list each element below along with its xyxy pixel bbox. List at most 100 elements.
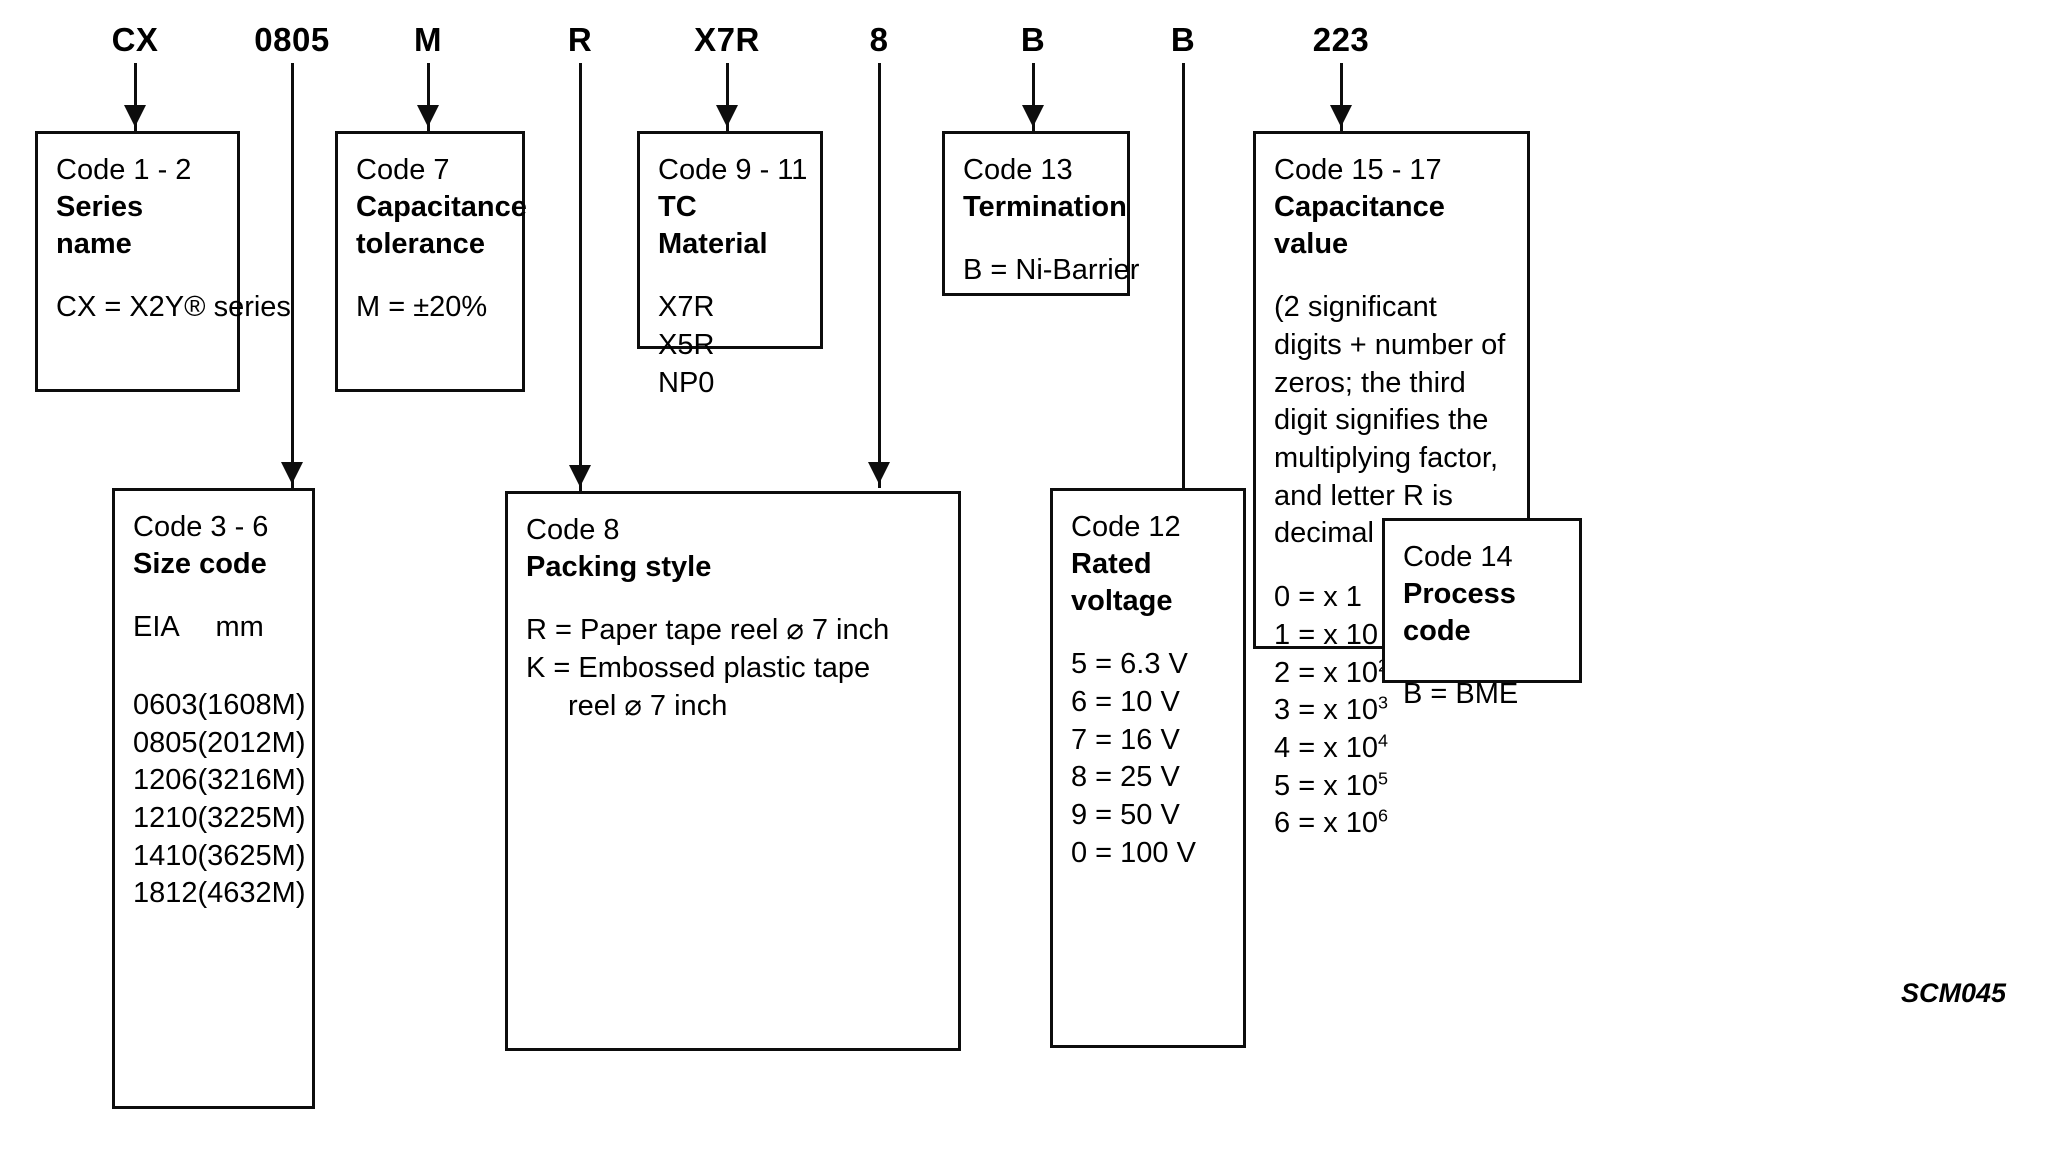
part-code-label-size: 0805 <box>254 21 330 58</box>
part-code-label-tc-material: X7R <box>694 21 760 58</box>
part-code-label-capacitance: 223 <box>1312 21 1370 58</box>
capacitance-value-multiplier-list: 0 = x 1 1 = x 10 2 = x 102 3 = x 103 4 =… <box>1274 579 1511 843</box>
connector-line-size <box>291 63 294 488</box>
size-code-mm: (2012M) <box>197 726 306 759</box>
size-code-code-number: Code 3 - 6 <box>133 511 269 543</box>
connector-line-termination <box>1032 63 1035 131</box>
size-code-table-header: EIA mm <box>133 609 306 687</box>
size-code-mm: (1608M) <box>197 688 306 721</box>
part-code-label-series: CX <box>111 21 159 58</box>
arrowhead-series <box>124 105 146 127</box>
table-row: 1812 (4632M) <box>133 875 306 913</box>
multiplier-item: 1 = x 10 <box>1274 618 1379 651</box>
box-packing-style: Code 8 Packing style R = Paper tape reel… <box>505 491 961 1051</box>
packing-style-option-r: R = Paper tape reel ⌀ 7 inch <box>526 614 890 647</box>
size-code-eia: 1206 <box>133 764 198 797</box>
size-code-table: EIA mm 0603 (1608M) 0805 (2012M) 1206 (3… <box>133 609 306 913</box>
capacitance-value-title: Capacitance value <box>1274 191 1445 261</box>
series-name-code-number: Code 1 - 2 <box>56 154 192 186</box>
capacitance-tolerance-code-number: Code 7 <box>356 154 450 186</box>
size-code-eia: 0603 <box>133 688 198 721</box>
table-row: 1206 (3216M) <box>133 762 306 800</box>
connector-line-tolerance <box>427 63 430 131</box>
arrowhead-voltage <box>868 462 890 484</box>
tc-material-option-x7r: X7R <box>658 291 715 324</box>
connector-line-packing <box>579 63 582 491</box>
multiplier-item: 0 = x 1 <box>1274 581 1362 614</box>
termination-value: B = Ni-Barrier <box>963 254 1140 287</box>
capacitance-tolerance-title-line1: Capacitance <box>356 191 527 224</box>
size-code-header-eia: EIA <box>133 611 180 644</box>
tc-material-option-x5r: X5R <box>658 329 715 362</box>
table-row: 0805 (2012M) <box>133 725 306 763</box>
tc-material-option-np0: NP0 <box>658 366 715 399</box>
part-code-label-process: B <box>1170 21 1196 58</box>
size-code-mm: (3216M) <box>197 764 306 797</box>
rated-voltage-title: Rated voltage <box>1071 548 1173 618</box>
size-code-eia: 0805 <box>133 726 198 759</box>
rated-voltage-code-number: Code 12 <box>1071 511 1181 543</box>
box-rated-voltage: Code 12 Rated voltage 5 = 6.3 V 6 = 10 V… <box>1050 488 1246 1048</box>
table-row: 0603 (1608M) <box>133 687 306 725</box>
packing-style-code-number: Code 8 <box>526 514 620 546</box>
packing-style-option-k-cont: reel ⌀ 7 inch <box>568 689 728 722</box>
process-code-code-number: Code 14 <box>1403 541 1513 573</box>
arrowhead-size <box>281 462 303 484</box>
box-series-name: Code 1 - 2 Series name CX = X2Y® series <box>35 131 291 392</box>
connector-line-voltage <box>878 63 881 488</box>
size-code-mm: (3225M) <box>197 801 306 834</box>
connector-line-capacitance <box>1340 63 1343 131</box>
size-code-eia: 1210 <box>133 801 198 834</box>
box-termination: Code 13 Termination B = Ni-Barrier <box>942 131 1140 296</box>
arrowhead-packing <box>569 465 591 487</box>
packing-style-option-k: K = Embossed plastic tape <box>526 651 871 684</box>
series-name-title: Series name <box>56 191 144 261</box>
size-code-mm: (4632M) <box>197 877 306 910</box>
connector-line-series <box>134 63 137 131</box>
multiplier-item: 5 = x 105 <box>1274 767 1389 802</box>
figure-id-label: SCM045 <box>1901 978 2007 1008</box>
arrowhead-tolerance <box>417 105 439 127</box>
capacitance-value-description: (2 significant digits + number of zeros;… <box>1274 291 1506 550</box>
box-process-code: Code 14 Process code B = BME <box>1382 518 1582 710</box>
size-code-eia: 1812 <box>133 877 198 910</box>
arrowhead-tc-material <box>716 105 738 127</box>
rated-voltage-option: 5 = 6.3 V <box>1071 648 1188 681</box>
rated-voltage-option: 0 = 100 V <box>1071 836 1196 869</box>
rated-voltage-option: 8 = 25 V <box>1071 761 1180 794</box>
box-tc-material: Code 9 - 11 TC Material X7R X5R NP0 <box>637 131 823 399</box>
process-code-title: Process code <box>1403 578 1516 648</box>
multiplier-item: 4 = x 104 <box>1274 730 1389 764</box>
capacitance-tolerance-title-line2: tolerance <box>356 228 485 261</box>
table-row: 1210 (3225M) <box>133 800 306 838</box>
connector-line-tc-material <box>726 63 729 131</box>
packing-style-title: Packing style <box>526 551 712 584</box>
table-row: 1410 (3625M) <box>133 838 306 876</box>
capacitance-value-code-number: Code 15 - 17 <box>1274 154 1442 186</box>
series-name-value: CX = X2Y® series <box>56 291 291 324</box>
connector-line-process <box>1182 63 1185 518</box>
tc-material-title: TC Material <box>658 191 768 261</box>
arrowhead-termination <box>1022 105 1044 127</box>
box-capacitance-tolerance: Code 7 Capacitance tolerance M = ±20% <box>335 131 527 392</box>
size-code-title: Size code <box>133 548 267 581</box>
rated-voltage-option: 7 = 16 V <box>1071 723 1180 756</box>
part-code-label-packing: R <box>567 21 593 58</box>
process-code-value: B = BME <box>1403 678 1519 711</box>
size-code-mm: (3625M) <box>197 839 306 872</box>
part-code-label-voltage: 8 <box>869 21 889 58</box>
termination-code-number: Code 13 <box>963 154 1073 186</box>
termination-title: Termination <box>963 191 1127 224</box>
box-size-code: Code 3 - 6 Size code EIA mm 0603 (1608M)… <box>112 488 315 1109</box>
part-code-label-termination: B <box>1020 21 1046 58</box>
size-code-eia: 1410 <box>133 839 198 872</box>
rated-voltage-option: 9 = 50 V <box>1071 799 1180 832</box>
rated-voltage-option: 6 = 10 V <box>1071 686 1180 719</box>
part-code-label-tolerance: M <box>414 21 442 58</box>
multiplier-item: 6 = x 106 <box>1274 805 1389 840</box>
capacitance-tolerance-value: M = ±20% <box>356 291 488 324</box>
tc-material-code-number: Code 9 - 11 <box>658 154 808 186</box>
arrowhead-capacitance <box>1330 105 1352 127</box>
size-code-header-mm: mm <box>215 611 264 644</box>
